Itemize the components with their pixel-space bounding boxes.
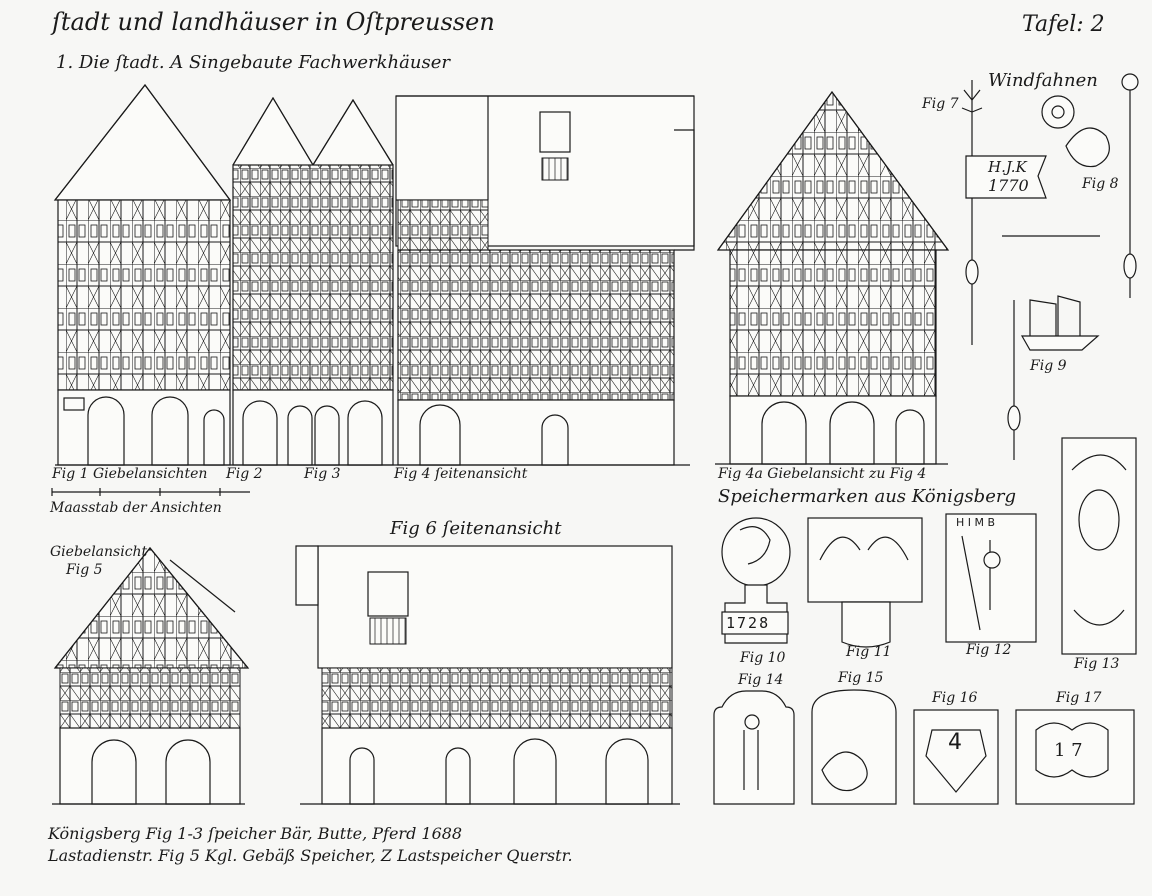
fig5-house <box>52 547 250 805</box>
fig4-label: Fig 4 ſeitenansicht <box>394 466 528 482</box>
vane-initials: H.J.K <box>988 158 1027 176</box>
fig9-label: Fig 9 <box>1030 358 1067 374</box>
fig7-label: Fig 7 <box>922 96 959 112</box>
caption-line-2: Lastadienstr. Fig 5 Kgl. Gebäß Speicher,… <box>48 846 573 865</box>
windfahnen-heading: Windfahnen <box>988 70 1098 91</box>
fig12-label: Fig 12 <box>966 642 1012 658</box>
fig14-label: Fig 14 <box>738 672 784 688</box>
fig16-label: Fig 16 <box>932 690 978 706</box>
fig13-label: Fig 13 <box>1074 656 1120 672</box>
fig16-number: 4 <box>948 730 962 755</box>
fig2-label: Fig 2 <box>226 466 263 482</box>
plate-title: ſtadt und landhäuser in Oſtpreussen <box>52 8 495 36</box>
scale-bar <box>51 488 250 496</box>
scale-label: Maasstab der Ansichten <box>50 500 222 516</box>
fig3-label: Fig 3 <box>304 466 341 482</box>
caption-line-1: Königsberg Fig 1-3 ſpeicher Bär, Butte, … <box>48 824 463 843</box>
fig6-label: Fig 6 ſeitenansicht <box>390 518 562 539</box>
fig1-label: Fig 1 Giebelansichten <box>52 466 208 482</box>
weather-vanes <box>961 73 1139 460</box>
fig5-label: Fig 5 <box>66 562 103 578</box>
fig8-label: Fig 8 <box>1082 176 1119 192</box>
fig10-year: 1728 <box>726 614 771 632</box>
fig5-heading: Giebelansicht <box>50 544 148 560</box>
fig15-label: Fig 15 <box>838 670 884 686</box>
fig4a-label: Fig 4a Giebelansicht zu Fig 4 <box>718 466 927 482</box>
fig4a-house <box>715 90 950 465</box>
fig11-label: Fig 11 <box>846 644 892 660</box>
speichermarken-heading: Speichermarken aus Königsberg <box>718 486 1016 507</box>
plate-number: Tafel: 2 <box>1022 12 1105 37</box>
fig12-inscription: H I M B <box>956 516 996 529</box>
storehouse-marks <box>713 437 1137 805</box>
fig2-3-houses <box>232 96 394 466</box>
fig4-house <box>55 95 695 466</box>
fig17-label: Fig 17 <box>1056 690 1102 706</box>
fig10-label: Fig 10 <box>740 650 786 666</box>
fig6-house <box>295 545 680 805</box>
vane-year: 1770 <box>988 176 1029 195</box>
fig17-text: 1 7 <box>1054 740 1083 761</box>
fig1-house <box>53 84 232 466</box>
section-heading: 1. Die ſtadt. A Singebaute Fachwerkhäuse… <box>56 52 450 73</box>
